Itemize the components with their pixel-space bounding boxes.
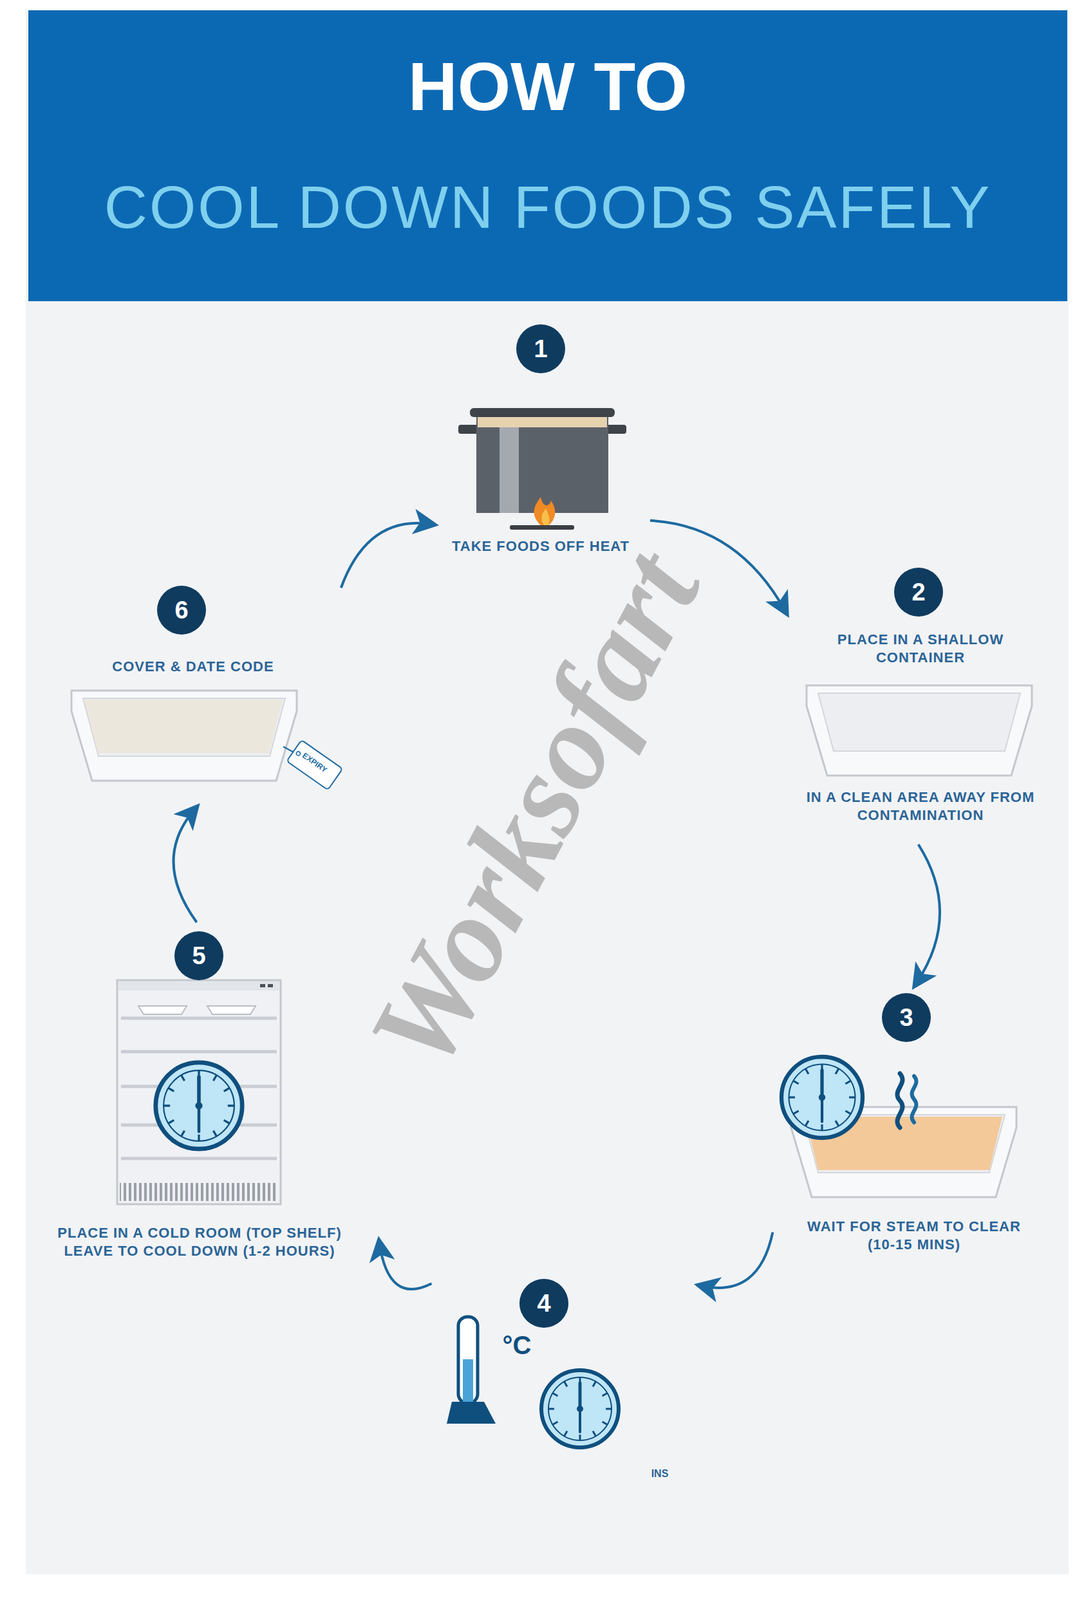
step-group: 2PLACE IN A SHALLOW CONTAINER IN A CLEAN …: [791, 566, 1050, 837]
step-number: 2: [894, 567, 944, 617]
header-band: HOW TO COOL DOWN FOODS SAFELY: [28, 10, 1068, 302]
container-icon: [806, 685, 1032, 776]
flow-arrow: [173, 809, 197, 923]
step-group: 4INS: [437, 1277, 696, 1497]
step-number: 4: [519, 1279, 569, 1328]
step-group: 6COVER & DATE CODE: [51, 582, 335, 802]
step-number: 3: [881, 993, 931, 1043]
title-line: COOL DOWN FOODS SAFELY: [28, 174, 1068, 241]
step-number: 1: [516, 324, 566, 374]
covered-tray-icon: [71, 690, 343, 790]
flow-arrow: [341, 523, 432, 588]
step-caption: IN A CLEAN AREA AWAY FROM CONTAMINATION: [798, 788, 1043, 824]
step-caption: PLACE IN A SHALLOW CONTAINER: [798, 630, 1043, 667]
poster-ground: [25, 9, 1069, 1575]
step-number: 6: [157, 585, 206, 635]
thermometer-clock-icon: [446, 1317, 619, 1448]
step-caption: WAIT FOR STEAM TO CLEAR (10-15 MINS): [791, 1217, 1037, 1254]
title-line: HOW TO: [28, 48, 1068, 125]
step-number: 5: [174, 931, 224, 981]
step-caption: PLACE IN A COLD ROOM (TOP SHELF) LEAVE T…: [32, 1224, 367, 1260]
step-group: 3WAIT FOR STEAM TO CLEAR (10-15 MINS): [778, 991, 1050, 1262]
flow-arrow: [379, 1243, 432, 1290]
step-caption: INS: [630, 1467, 689, 1480]
fridge-icon: [117, 980, 281, 1205]
flow-arrow: [701, 1232, 774, 1289]
unit-label: °C: [494, 1331, 540, 1361]
flow-arrow: [916, 844, 940, 984]
pot-icon: [458, 408, 627, 530]
step-caption: COVER & DATE CODE: [64, 657, 322, 676]
tray-with-food-icon: [781, 1056, 1017, 1198]
step-group: 5PLACE IN A COLD ROOM (TOP SHELF) LEAVE …: [25, 930, 374, 1281]
